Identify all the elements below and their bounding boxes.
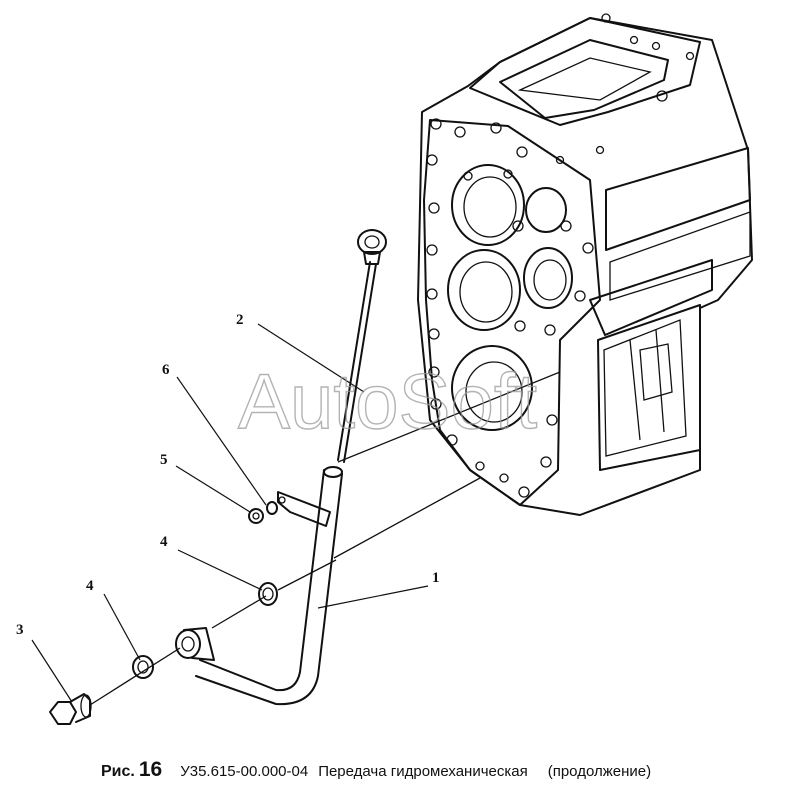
drawing-code: У35.615-00.000-04 (180, 763, 309, 780)
figure-caption: Рис.16 У35.615-00.000-04 Передача гидромех… (101, 758, 651, 782)
callout-labels: 1 2 3 4 4 5 6 (16, 312, 440, 638)
pipe-bracket (277, 491, 331, 527)
nut-5 (248, 508, 264, 524)
callout-6: 6 (162, 362, 170, 378)
leader-lines (31, 323, 429, 703)
assembly-axes (89, 371, 561, 706)
top-bolts (490, 13, 695, 165)
washer-6 (266, 501, 278, 515)
callout-4-upper: 4 (160, 534, 168, 550)
washer-4-upper (258, 582, 278, 606)
dipstick (337, 229, 387, 463)
transmission-housing (417, 13, 753, 516)
figure-title: Передача гидромеханическая (318, 763, 528, 780)
callout-5: 5 (160, 452, 168, 468)
washer-4-lower (132, 655, 154, 679)
figure-number: 16 (138, 758, 163, 781)
oil-pipe (175, 466, 343, 706)
front-face-bolts (426, 118, 594, 498)
callout-1: 1 (432, 570, 440, 586)
drain-plug (49, 693, 92, 725)
figure-label: Рис. (101, 763, 135, 780)
callout-4-lower: 4 (86, 578, 94, 594)
figure-note: (продолжение) (547, 763, 652, 780)
watermark-text: AutoSoft (238, 357, 538, 445)
callout-2: 2 (236, 312, 244, 328)
callout-3: 3 (16, 622, 24, 638)
housing-bores (447, 164, 573, 431)
